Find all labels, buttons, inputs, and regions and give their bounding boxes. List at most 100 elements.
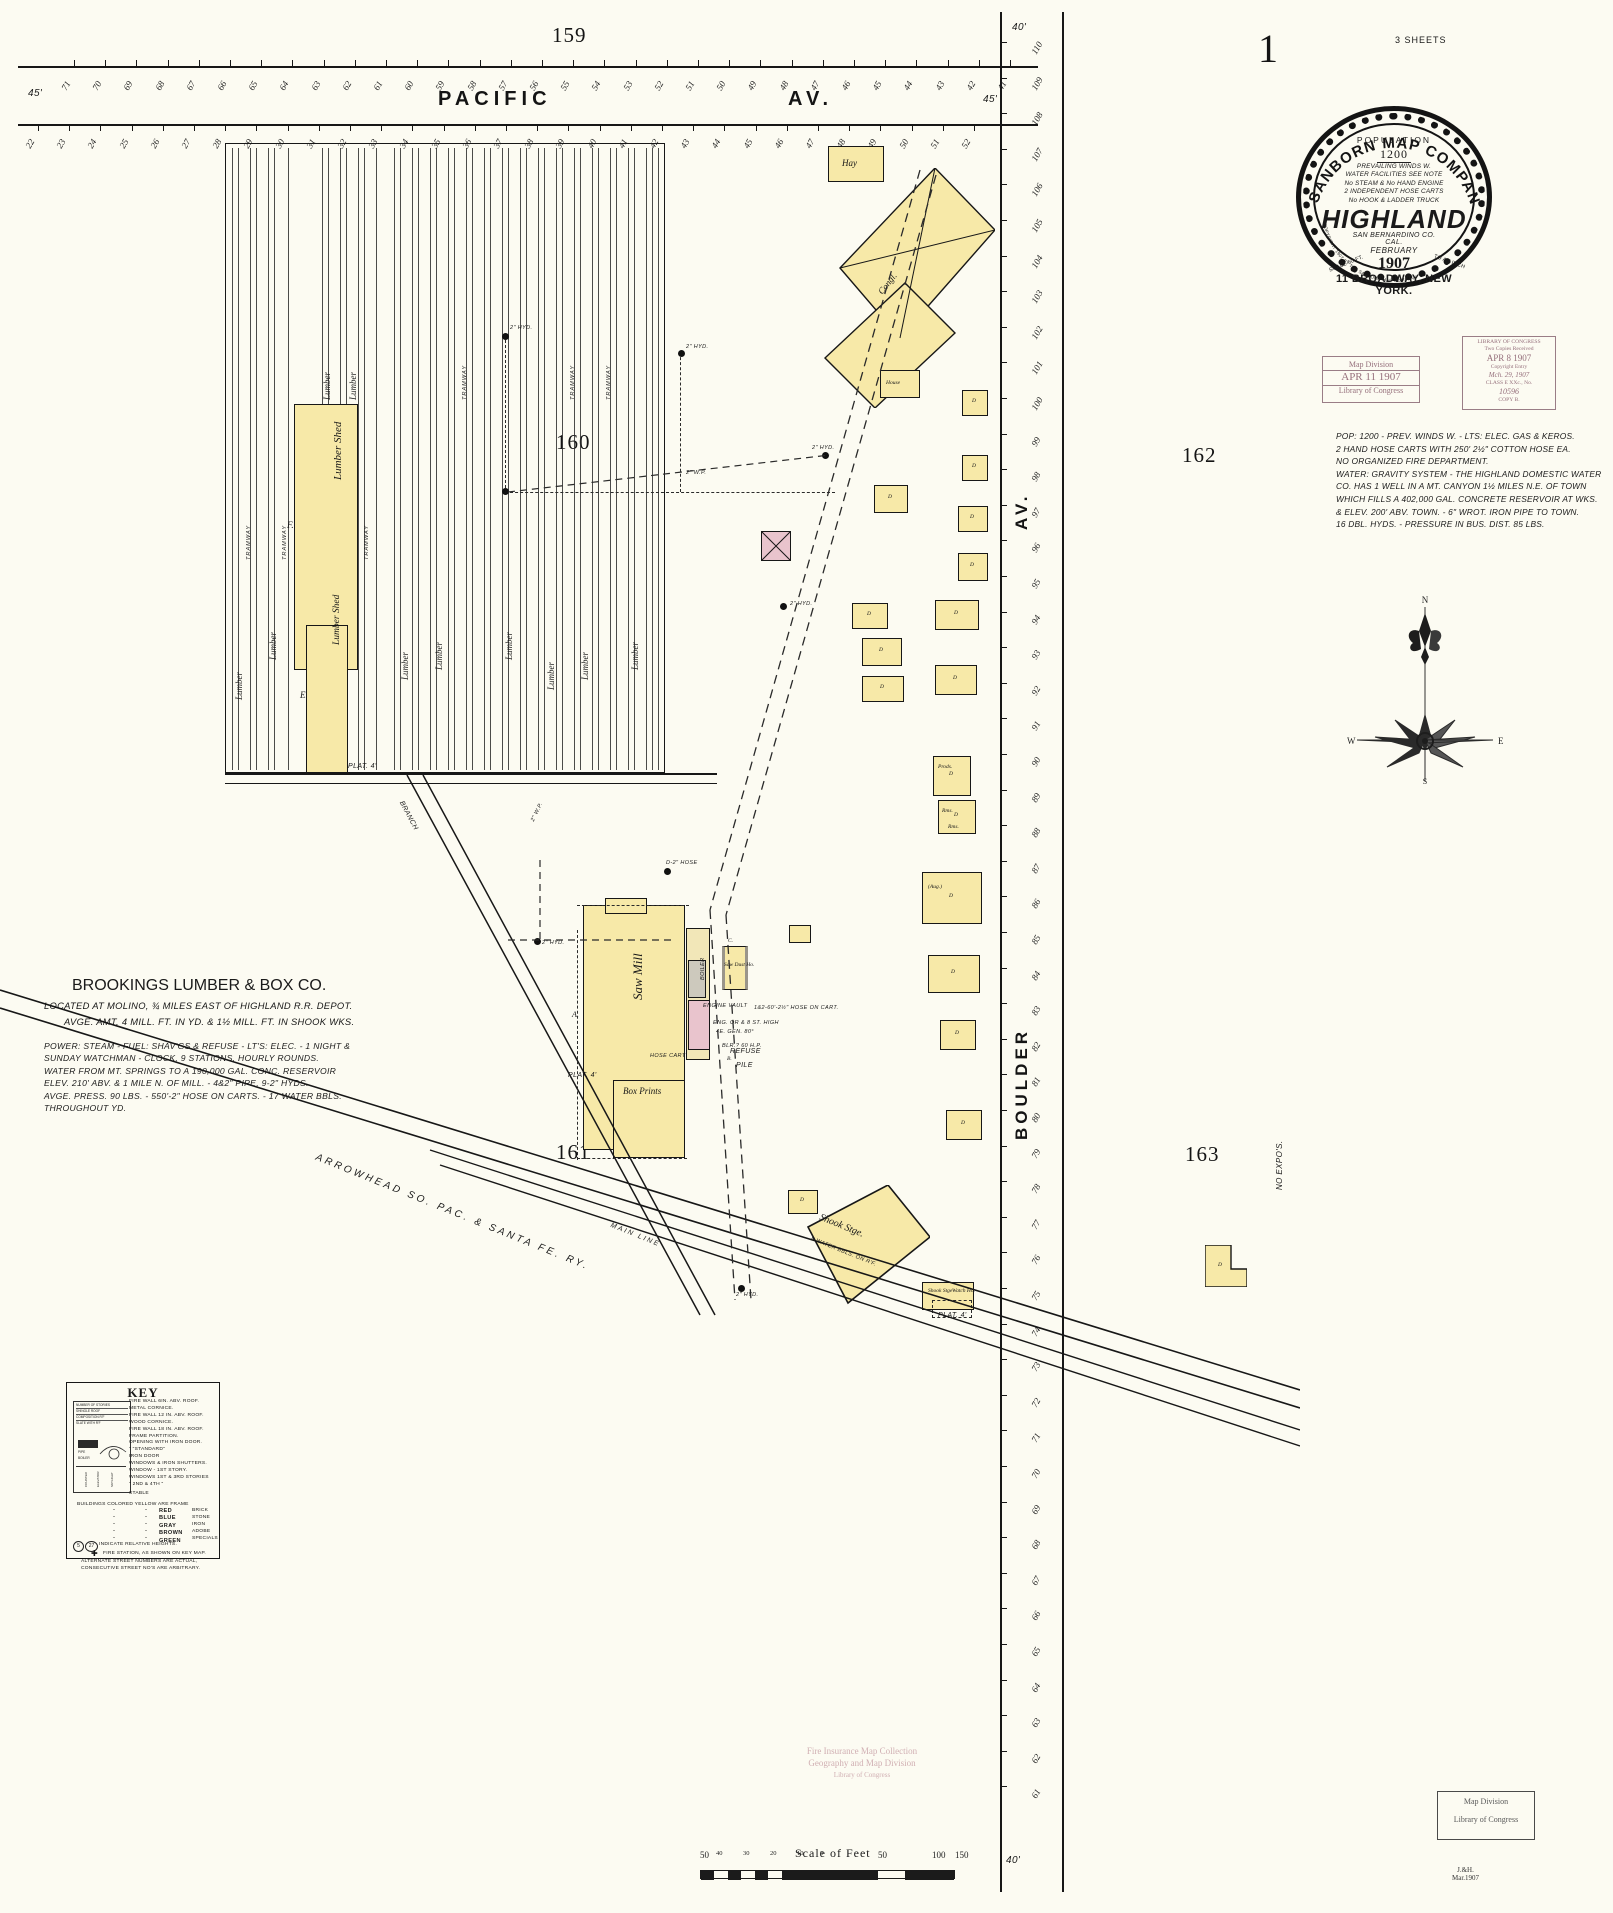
- pacific-tick-top: 68: [152, 79, 167, 92]
- building-dwelling-L: [1205, 1245, 1247, 1287]
- pacific-tick-mark: [947, 60, 949, 67]
- brookings-sub-0: LOCATED AT MOLINO, ¾ MILES EAST OF HIGHL…: [44, 1000, 353, 1011]
- scale-tick-label: 20: [770, 1850, 777, 1857]
- boulder-tick-mark: [1000, 326, 1007, 328]
- stamp-map-division-top: Map Division APR 11 1907 Library of Cong…: [1322, 356, 1420, 403]
- pacific-tick-mark: [760, 60, 762, 67]
- label-lumber-pile: Lumber: [400, 651, 410, 680]
- pacific-width-label: 45': [28, 88, 43, 99]
- pacific-width-label-right: 45': [983, 94, 998, 105]
- stamp-loc-line6: CLASS E XXc., No.: [1485, 379, 1533, 386]
- boulder-tick-mark: [1000, 148, 1007, 150]
- pacific-tick-top: 50: [714, 79, 728, 92]
- label-lumber-pile: Lumber: [322, 371, 332, 400]
- pacific-tick-top: 51: [683, 79, 697, 92]
- hydrant-8: [738, 1285, 745, 1292]
- label-dwelling: D: [800, 1197, 804, 1203]
- boulder-tick-mark: [1000, 789, 1007, 791]
- lumber-pile-line: [448, 148, 449, 770]
- lumber-pile-line: [250, 148, 251, 770]
- label-wp-1: 2" W.P.: [686, 470, 707, 476]
- label-dwelling: D: [972, 398, 976, 404]
- pacific-tick-mark-b: [256, 124, 258, 131]
- key-inner-elevator: ELEVATOR: [96, 1471, 100, 1487]
- pacific-tick-mark: [261, 60, 263, 67]
- pacific-tick-top: 49: [745, 79, 759, 92]
- lumber-pile-line: [394, 148, 395, 770]
- yard-south-road: [225, 773, 717, 775]
- scale-seg-3: [755, 1871, 768, 1880]
- building-lumber-shed-2: [306, 625, 348, 773]
- boulder-tick-mark: [1000, 42, 1007, 43]
- key-inner-composition: COMPOSITION R'F: [76, 1415, 128, 1421]
- lumber-pile-line: [634, 148, 635, 770]
- building-hay: [828, 146, 884, 182]
- lumber-pile-line: [490, 148, 491, 770]
- label-watch-ho: Watch Ho.: [952, 1288, 976, 1294]
- seal-note-4: No HOOK & LADDER TRUCK: [1348, 196, 1440, 204]
- label-dwelling: D: [879, 647, 883, 653]
- town-note-0: POP: 1200 - PREV. WINDS W. - LTS: ELEC. …: [1336, 431, 1575, 441]
- town-note-3: WATER: GRAVITY SYSTEM - THE HIGHLAND DOM…: [1336, 468, 1602, 479]
- pacific-tick-mark: [198, 60, 200, 67]
- pacific-tick-mark-b: [162, 124, 164, 131]
- pacific-tick-top: 52: [652, 79, 666, 92]
- boulder-tick: 64: [1029, 1680, 1043, 1694]
- lumber-pile-line: [418, 148, 419, 770]
- brookings-body-4: AVGE. PRESS. 90 LBS. - 550'-2" HOSE ON C…: [44, 1090, 342, 1101]
- stamp-loc-line2: Two Copies Received: [1484, 345, 1534, 352]
- scale-tick-label: 0: [820, 1850, 824, 1857]
- lumber-pile-line: [256, 148, 257, 770]
- boulder-tick-mark: [1000, 1608, 1007, 1610]
- boulder-tick: 98: [1029, 470, 1043, 484]
- stamp-mdb-line2: Library of Congress: [1453, 1815, 1519, 1824]
- label-d2hose: D-2" HOSE: [666, 860, 698, 866]
- stamp-mdb-line1: Map Division: [1463, 1797, 1509, 1806]
- boulder-tick-mark: [1000, 718, 1007, 720]
- block-number-160: 160: [556, 430, 591, 455]
- town-note-4: CO. HAS 1 WELL IN A MT. CANYON 1½ MILES …: [1336, 481, 1587, 492]
- key-material-3: ADOBE: [192, 1528, 211, 1534]
- boulder-tick-mark: [1000, 255, 1007, 257]
- key-line-13: STABLE: [129, 1490, 149, 1496]
- label-dwelling: D: [949, 771, 953, 777]
- label-saw-dust-ho: Saw Dust Ho.: [724, 962, 755, 968]
- label-lumber-pile: Lumber: [348, 371, 358, 400]
- label-dwelling: D: [954, 812, 958, 818]
- street-label-pacific: PACIFIC: [438, 88, 552, 110]
- pacific-tick-bottom: 51: [928, 137, 942, 150]
- boulder-tick-mark: [1000, 1252, 1007, 1254]
- pacific-tick-mark: [292, 60, 294, 67]
- boulder-tick-mark: [1000, 1038, 1007, 1040]
- lumber-pile-line: [484, 148, 485, 770]
- boulder-tick: 88: [1029, 826, 1043, 840]
- pacific-tick-mark-b: [69, 124, 71, 131]
- building-small-yellow-1: [789, 925, 811, 943]
- pacific-tick-mark-b: [786, 124, 788, 131]
- boulder-tick-mark: [1000, 220, 1007, 221]
- label-dwelling: D: [961, 1120, 965, 1126]
- label-hay: Hay: [842, 158, 857, 168]
- building-house-1: [880, 370, 920, 398]
- key-color-names: RED BLUE GRAY BROWN GREEN: [159, 1508, 183, 1545]
- label-dwelling-detail: (Aug.): [928, 884, 942, 890]
- boulder-tick: 87: [1029, 862, 1043, 875]
- block-number-163: 163: [1185, 1142, 1220, 1166]
- building-dwelling: [958, 553, 988, 581]
- boulder-tick: 61: [1029, 1787, 1043, 1801]
- pacific-tick-mark-b: [880, 124, 882, 131]
- signature-line2: Mar.1907: [1452, 1874, 1480, 1882]
- pacific-tick-mark-b: [38, 124, 39, 131]
- boulder-tick: 96: [1029, 541, 1043, 555]
- label-section-c: C.: [728, 938, 734, 944]
- scale-tick-label: 50: [700, 1850, 709, 1860]
- key-colors-intro: BUILDINGS COLORED YELLOW ARE FRAME: [77, 1502, 189, 1507]
- key-inner-shingle: SHINGLE ROOF: [76, 1409, 128, 1415]
- pacific-tick-top: 61: [371, 79, 385, 92]
- boulder-tick: 107: [1029, 146, 1045, 163]
- pacific-tick-top: 43: [932, 79, 947, 92]
- pacific-tick-mark-b: [537, 124, 539, 131]
- brookings-body-5: THROUGHOUT YD.: [44, 1103, 127, 1114]
- pacific-tick-top: 41: [995, 79, 1009, 92]
- boulder-tick-mark: [1000, 682, 1007, 684]
